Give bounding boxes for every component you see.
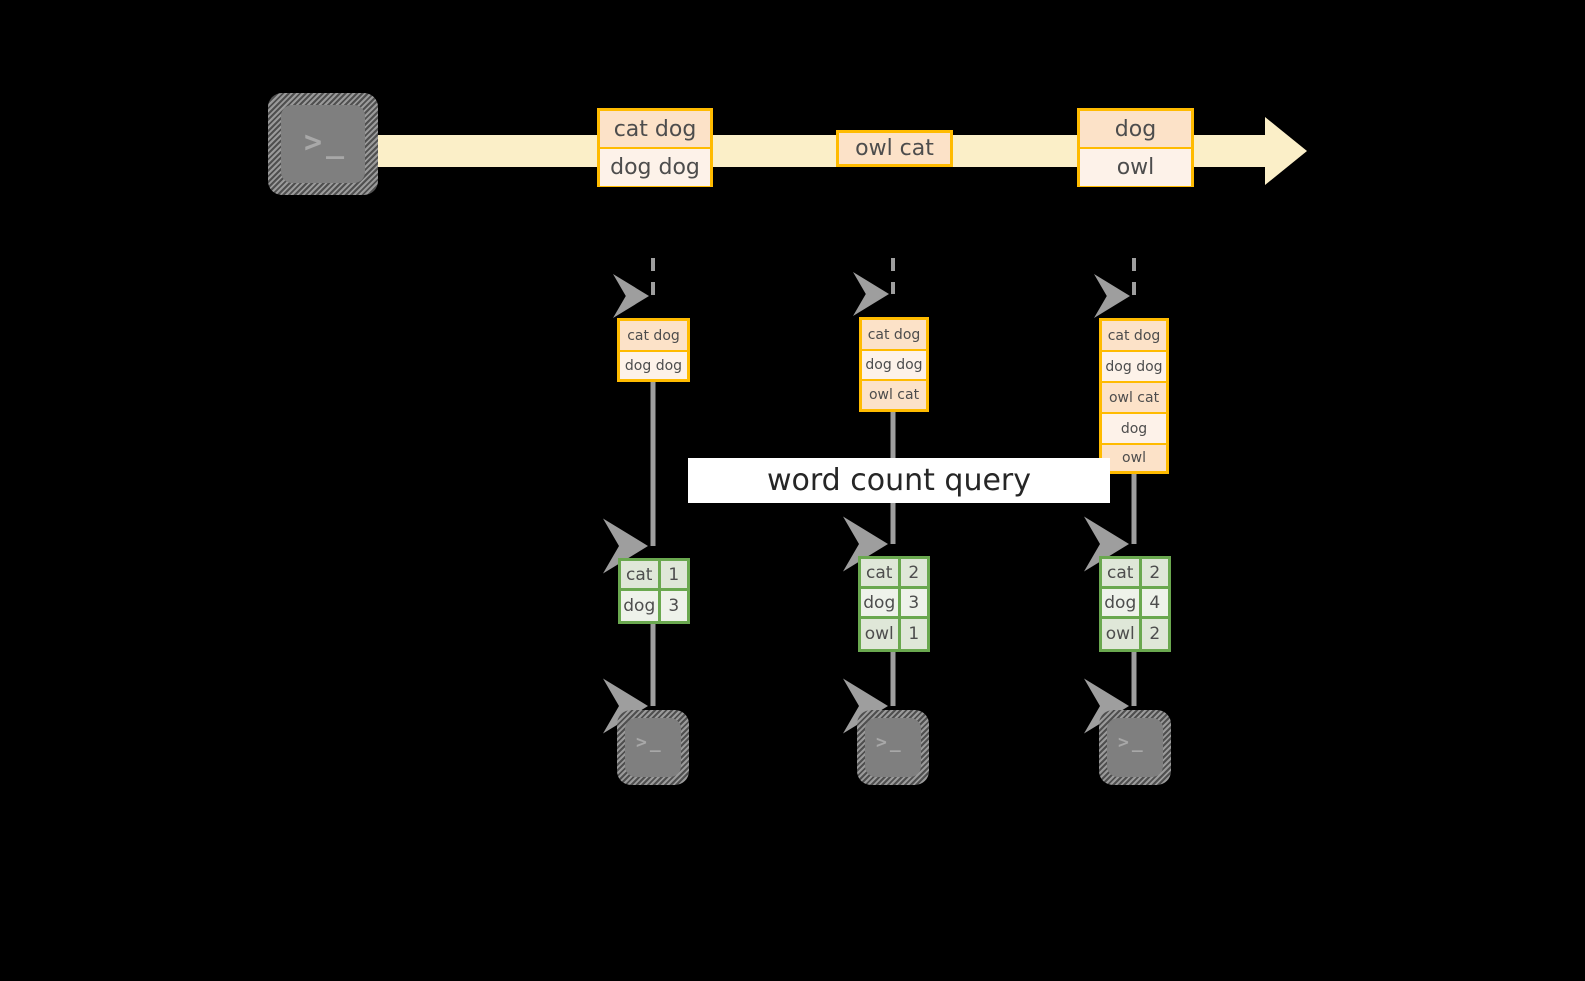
input-line: dog dog — [620, 352, 687, 379]
stream-record-line: owl — [1080, 149, 1191, 186]
input-line: dog — [1102, 414, 1166, 445]
result-row: cat 2 — [1102, 559, 1168, 589]
result-row: cat 1 — [621, 561, 687, 591]
result-word: cat — [621, 561, 661, 588]
terminal-prompt-glyph: >_ — [304, 125, 349, 160]
terminal-face — [281, 105, 365, 183]
result-table-col-2: cat 2 dog 3 owl 1 — [858, 556, 930, 652]
terminal-face — [625, 718, 681, 777]
result-count: 1 — [900, 619, 927, 649]
result-table-col-3: cat 2 dog 4 owl 2 — [1099, 556, 1171, 652]
terminal-prompt-glyph: >_ — [636, 732, 664, 753]
stream-record-line: dog — [1080, 111, 1191, 149]
stream-record-line: dog dog — [600, 149, 710, 186]
result-word: owl — [861, 619, 901, 649]
input-stack-col-3: cat dog dog dog owl cat dog owl — [1099, 318, 1169, 474]
result-word: dog — [1102, 589, 1142, 616]
input-line: dog dog — [862, 351, 926, 381]
result-count: 1 — [660, 561, 687, 588]
result-word: dog — [861, 589, 901, 616]
source-terminal-icon[interactable]: >_ — [268, 93, 378, 195]
result-word: owl — [1102, 619, 1142, 649]
result-word: cat — [1102, 559, 1142, 586]
result-row: owl 2 — [1102, 619, 1168, 649]
result-word: dog — [621, 591, 661, 621]
result-count: 4 — [1141, 589, 1168, 616]
result-row: owl 1 — [861, 619, 927, 649]
input-stack-col-2: cat dog dog dog owl cat — [859, 317, 929, 412]
stream-record-1: cat dog dog dog — [597, 108, 713, 187]
input-line: cat dog — [1102, 321, 1166, 352]
input-line: owl cat — [862, 381, 926, 409]
input-line: cat dog — [620, 321, 687, 352]
result-word: cat — [861, 559, 901, 586]
input-line: owl — [1102, 445, 1166, 471]
result-count: 2 — [1141, 619, 1168, 649]
stream-record-line: owl cat — [839, 133, 950, 164]
input-line: owl cat — [1102, 383, 1166, 414]
stream-record-3: dog owl — [1077, 108, 1194, 187]
stream-record-2: owl cat — [836, 130, 953, 167]
result-row: cat 2 — [861, 559, 927, 589]
terminal-prompt-glyph: >_ — [1118, 732, 1146, 753]
input-line: cat dog — [862, 320, 926, 351]
terminal-face — [1107, 718, 1163, 777]
stream-record-line: cat dog — [600, 111, 710, 149]
terminal-prompt-glyph: >_ — [876, 732, 904, 753]
query-label: word count query — [688, 458, 1110, 503]
result-count: 3 — [900, 589, 927, 616]
sink-terminal-icon-col-3[interactable]: >_ — [1099, 710, 1171, 785]
result-row: dog 3 — [621, 591, 687, 621]
terminal-face — [865, 718, 921, 777]
result-count: 2 — [900, 559, 927, 586]
input-line: dog dog — [1102, 352, 1166, 383]
input-stack-col-1: cat dog dog dog — [617, 318, 690, 382]
sink-terminal-icon-col-2[interactable]: >_ — [857, 710, 929, 785]
sink-terminal-icon-col-1[interactable]: >_ — [617, 710, 689, 785]
result-count: 2 — [1141, 559, 1168, 586]
result-table-col-1: cat 1 dog 3 — [618, 558, 690, 624]
result-row: dog 4 — [1102, 589, 1168, 619]
result-count: 3 — [660, 591, 687, 621]
result-row: dog 3 — [861, 589, 927, 619]
